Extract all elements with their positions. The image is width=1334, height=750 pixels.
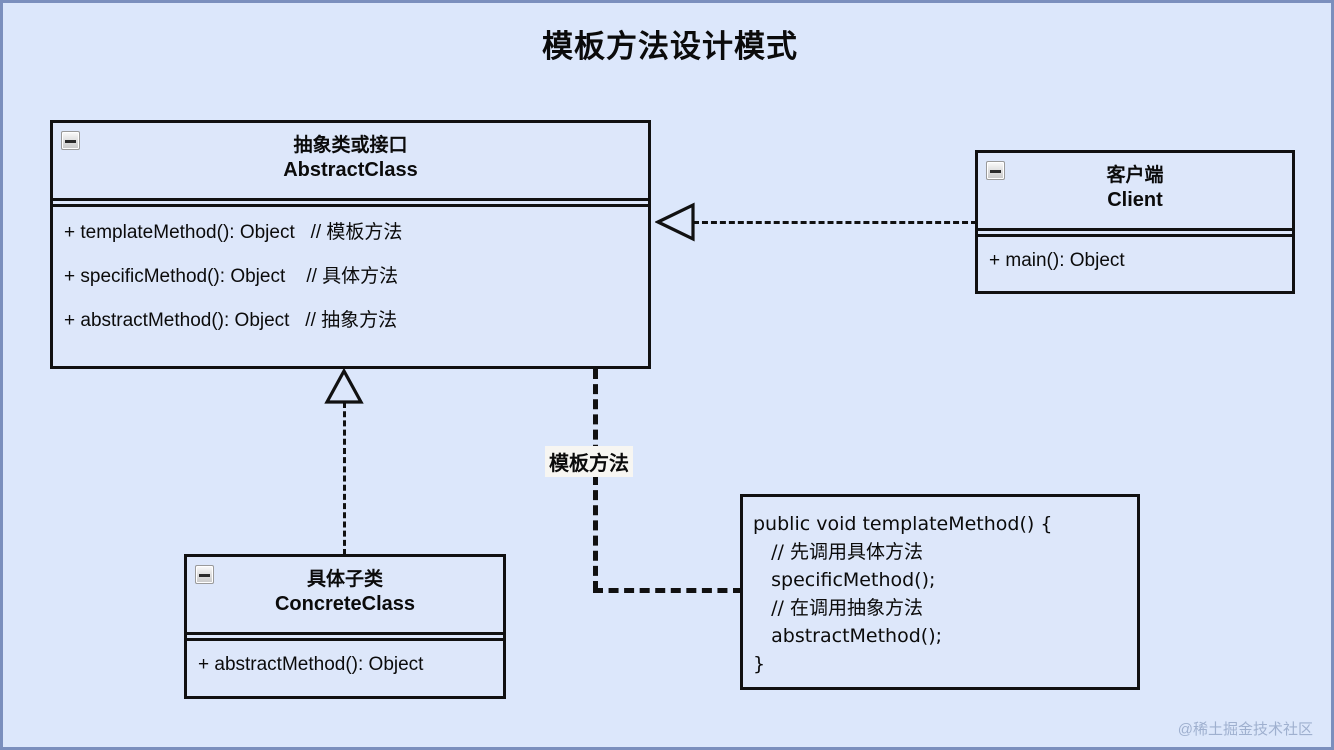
class-box-abstract-class[interactable]: 抽象类或接口 AbstractClass + templateMethod():… [50,120,651,369]
minus-icon[interactable] [195,565,214,584]
class-members-client: + main(): Object [978,237,1292,282]
page-title: 模板方法设计模式 [542,29,798,64]
class-members-abstract-class: + templateMethod(): Object // 模板方法 + spe… [53,207,648,342]
class-member: + abstractMethod(): Object // 抽象方法 [64,309,398,331]
class-title-cn-concrete-class: 具体子类 [306,569,383,590]
code-note-text: public void templateMethod() { // 先调用具体方… [753,513,1053,675]
class-separator-client [978,234,1292,237]
class-header-client: 客户端 Client [978,153,1292,231]
hollow-triangle-left-icon [654,202,695,242]
class-box-client[interactable]: 客户端 Client + main(): Object [975,150,1295,294]
class-members-concrete-class: + abstractMethod(): Object [187,641,503,686]
class-title-en-abstract-class: AbstractClass [283,158,418,181]
class-header-abstract-class: 抽象类或接口 AbstractClass [53,123,648,201]
minus-icon[interactable] [986,161,1005,180]
class-separator-concrete-class [187,638,503,641]
class-separator-abstract-class [53,204,648,207]
class-member: + main(): Object [989,250,1125,271]
class-box-concrete-class[interactable]: 具体子类 ConcreteClass + abstractMethod(): O… [184,554,506,699]
class-header-concrete-class: 具体子类 ConcreteClass [187,557,503,635]
code-note-box: public void templateMethod() { // 先调用具体方… [740,494,1140,690]
class-title-cn-abstract-class: 抽象类或接口 [293,135,408,156]
connector-abstract-to-note-vertical [593,369,598,591]
class-member: + abstractMethod(): Object [198,654,424,675]
connector-concrete-to-abstract-line [343,402,346,555]
minus-icon[interactable] [61,131,80,150]
connector-label-template-method: 模板方法 [545,446,633,477]
connector-abstract-to-note-horizontal [593,588,743,593]
hollow-triangle-up-icon [324,367,364,405]
watermark: @稀土掘金技术社区 [1177,721,1313,738]
class-title-cn-client: 客户端 [1106,165,1164,186]
class-member: + templateMethod(): Object // 模板方法 [64,222,403,243]
class-member: + specificMethod(): Object // 具体方法 [64,265,399,287]
class-title-en-client: Client [1107,188,1163,211]
class-title-en-concrete-class: ConcreteClass [274,592,416,615]
connector-client-to-abstract-line [693,221,977,224]
